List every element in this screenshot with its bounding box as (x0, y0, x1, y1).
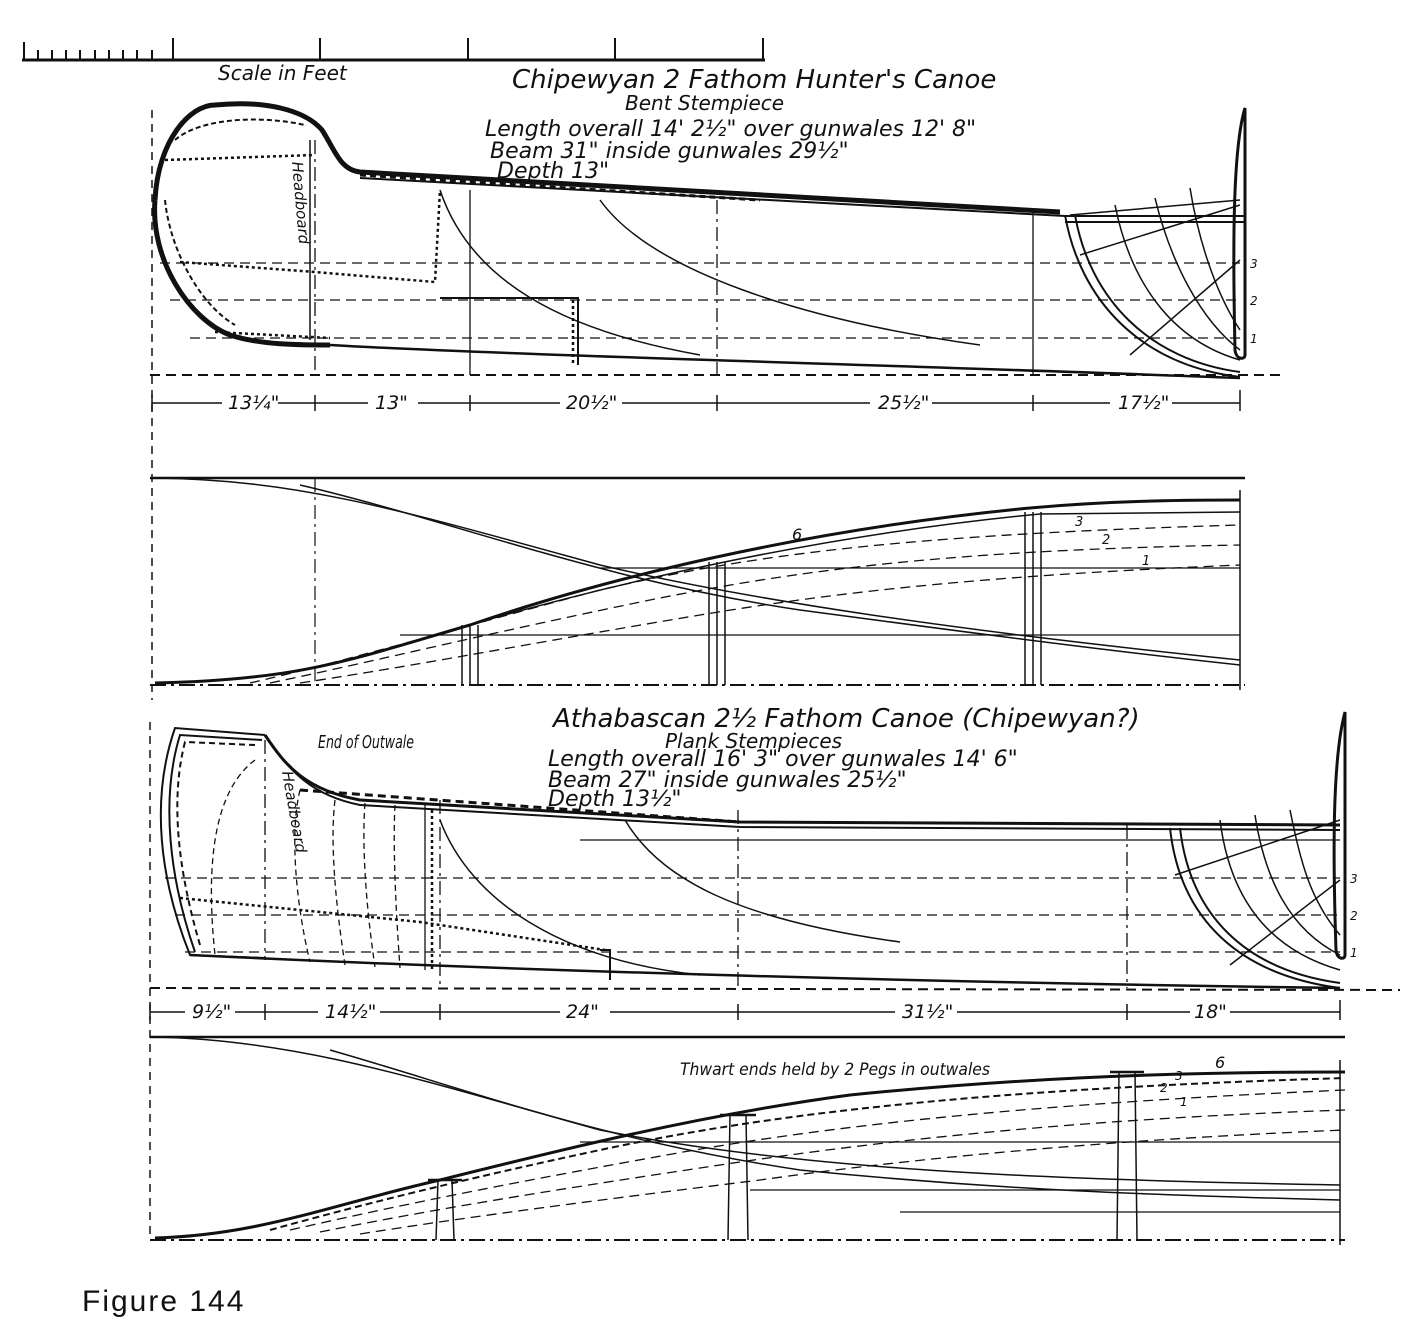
canoe2-plan-label-3: 3 (1175, 1069, 1183, 1083)
figure-caption: Figure 144 (82, 1285, 245, 1318)
canoe2-dim-4: 31½" (902, 1001, 953, 1023)
canoe2-wl-2: 2 (1350, 909, 1358, 923)
canoe2-dim-2: 14½" (325, 1001, 376, 1023)
canoe2-end-of-outwale: End of Outwale (318, 732, 414, 753)
canoe1-wl-2: 2 (1250, 294, 1258, 308)
canoe1-plan-label-2: 2 (1102, 533, 1110, 548)
canoe2-spec-depth: Depth 13½" (548, 787, 681, 812)
canoe2-plan-label-6: 6 (1215, 1053, 1225, 1072)
canoe1-dim-4: 25½" (878, 392, 929, 414)
canoe2-dimension-line: 9½" 14½" 24" 31½" 18" (149, 998, 1341, 1023)
scale-bar: Scale in Feet (22, 38, 765, 85)
canoe1-wl-3: 3 (1250, 257, 1258, 271)
canoe1-dimension-line: 13¼" 13" 20½" 25½" 17½" (151, 388, 1241, 414)
canoe1-plan-label-3: 3 (1075, 515, 1083, 530)
canoe2-dim-5: 18" (1194, 1001, 1227, 1023)
canoe1-spec-length: Length overall 14' 2½" over gunwales 12'… (485, 117, 976, 142)
canoe2-plan-label-2: 2 (1160, 1081, 1168, 1095)
canoe2-dim-3: 24" (566, 1001, 599, 1023)
canoe2-dim-1: 9½" (192, 1001, 231, 1023)
canoe1-subtitle: Bent Stempiece (625, 91, 784, 115)
canoe2-spec-beam: Beam 27" inside gunwales 25½" (548, 768, 907, 793)
canoe1-plan-label-1: 1 (1142, 554, 1150, 569)
canoe2-plan: Thwart ends held by 2 Pegs in outwales 6… (150, 1035, 1346, 1245)
canoe1-spec-beam: Beam 31" inside gunwales 29½" (490, 139, 849, 164)
canoe1-dim-1: 13¼" (228, 392, 279, 414)
canoe1-dim-5: 17½" (1118, 392, 1169, 414)
canoe1-dim-3: 20½" (566, 392, 617, 414)
canoe2-spec-length: Length overall 16' 3" over gunwales 14' … (548, 747, 1018, 772)
canoe1-dim-2: 13" (375, 392, 408, 414)
canoe1-plan-label-6: 6 (792, 525, 802, 544)
scale-label: Scale in Feet (218, 61, 348, 85)
canoe2-title: Athabascan 2½ Fathom Canoe (Chipewyan?) (551, 704, 1140, 734)
canoe2-wl-1: 1 (1350, 946, 1358, 960)
canoe2-profile: Athabascan 2½ Fathom Canoe (Chipewyan?) … (149, 704, 1401, 1240)
canoe1-title: Chipewyan 2 Fathom Hunter's Canoe (512, 65, 996, 95)
canoe2-plan-label-1: 1 (1180, 1095, 1188, 1109)
canoe1-wl-1: 1 (1250, 332, 1258, 346)
canoe2-subtitle: Plank Stempieces (665, 729, 842, 753)
canoe1-plan: 6 3 2 1 (150, 476, 1245, 690)
canoe2-wl-3: 3 (1350, 872, 1358, 886)
canoe1-profile: Chipewyan 2 Fathom Hunter's Canoe Bent S… (150, 65, 1280, 700)
canoe2-thwart-note: Thwart ends held by 2 Pegs in outwales (680, 1060, 990, 1080)
